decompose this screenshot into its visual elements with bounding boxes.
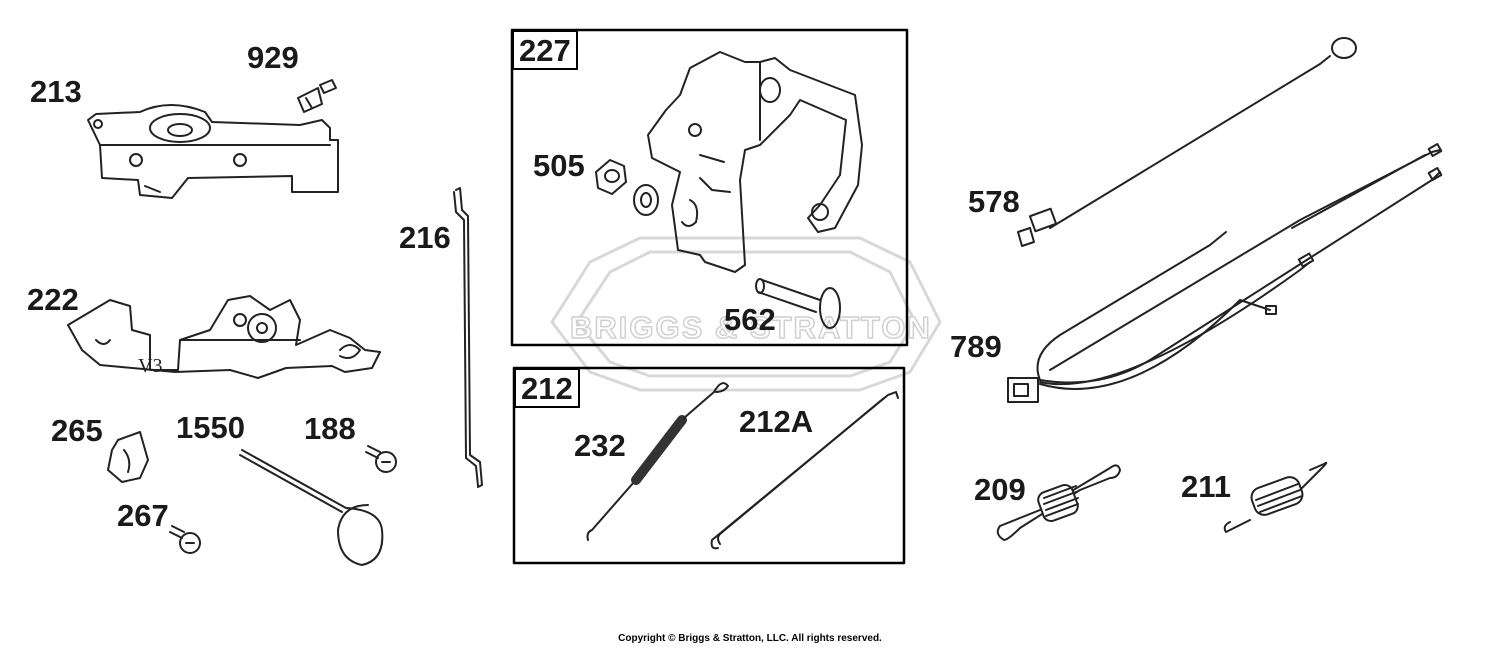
callout-562: 562 bbox=[724, 302, 776, 337]
part-267-screw bbox=[169, 525, 201, 554]
part-929-bolt bbox=[297, 79, 337, 113]
part-211-spring bbox=[1223, 461, 1328, 533]
part-222-control-bracket bbox=[67, 295, 381, 379]
box-label-227: 227 bbox=[512, 30, 578, 70]
part-216-rod bbox=[453, 187, 483, 488]
part-213-throttle-plate bbox=[87, 104, 339, 199]
copyright-notice: Copyright © Briggs & Stratton, LLC. All … bbox=[618, 633, 882, 644]
callout-267: 267 bbox=[117, 498, 169, 533]
callout-222: 222 bbox=[27, 282, 79, 317]
part-1550-wire bbox=[239, 449, 384, 566]
callout-216: 216 bbox=[399, 220, 451, 255]
callout-1550: 1550 bbox=[176, 410, 245, 445]
part-789-wiring-harness bbox=[1007, 143, 1443, 403]
part-188-screw bbox=[365, 445, 397, 473]
watermark-logo bbox=[550, 236, 942, 392]
callout-265: 265 bbox=[51, 413, 103, 448]
part-562-pin bbox=[755, 278, 841, 329]
part-212A-rod bbox=[710, 391, 899, 550]
callout-209: 209 bbox=[974, 472, 1026, 507]
washer bbox=[633, 184, 659, 216]
callout-578: 578 bbox=[968, 184, 1020, 219]
watermark-text: BRIGGS & STRATTON bbox=[570, 310, 932, 345]
callout-211: 211 bbox=[1181, 469, 1232, 504]
box-227-frame bbox=[510, 28, 909, 347]
callout-213: 213 bbox=[30, 74, 82, 109]
part-209-spring bbox=[996, 464, 1121, 541]
callout-212A: 212A bbox=[739, 404, 814, 439]
callout-188: 188 bbox=[304, 411, 356, 446]
box-label-212: 212 bbox=[514, 368, 580, 408]
callout-505: 505 bbox=[533, 148, 585, 183]
part-227-bracket bbox=[647, 51, 863, 273]
part-232-spring bbox=[586, 382, 729, 541]
part-265-clip bbox=[107, 431, 149, 483]
part-578-ground-wire bbox=[1017, 37, 1357, 247]
v3-marking: V3 bbox=[138, 355, 162, 377]
callout-232: 232 bbox=[574, 428, 626, 463]
box-212-frame bbox=[512, 366, 906, 565]
callout-789: 789 bbox=[950, 329, 1002, 364]
callout-929: 929 bbox=[247, 40, 299, 75]
part-505-nut bbox=[595, 159, 627, 195]
